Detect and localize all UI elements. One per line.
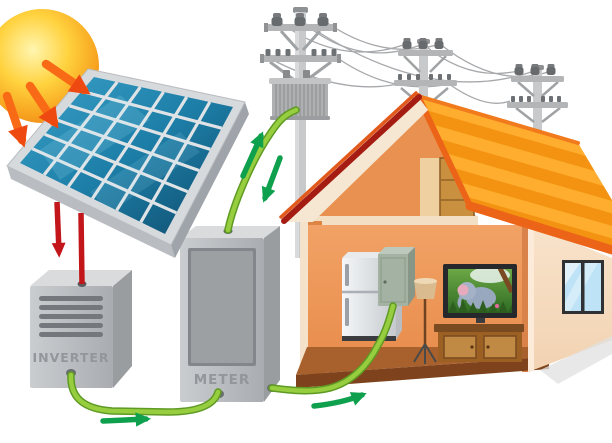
attic-wall-panel <box>420 158 440 218</box>
meter-screen <box>191 251 253 363</box>
meter-box: METER <box>180 226 280 402</box>
transformer <box>269 70 331 120</box>
inverter-box: INVERTER <box>30 270 132 388</box>
floor-lamp <box>413 278 437 364</box>
cabinet-door-left <box>443 335 477 359</box>
attic-floor <box>302 216 478 225</box>
cut-roof-edge <box>279 91 428 224</box>
exterior-right-wall <box>528 224 612 372</box>
insulators-second-2 <box>398 74 451 80</box>
fridge-handle-bottom <box>345 298 349 326</box>
solar-panel <box>6 68 249 258</box>
sunlight-arrows <box>2 59 91 148</box>
inverter-vents <box>39 296 103 337</box>
flow-arrow-from-grid <box>261 155 283 203</box>
flow-arrows <box>100 131 367 427</box>
roof <box>415 93 612 255</box>
cable-inverter-to-meter <box>67 371 222 416</box>
fridge-handle-top <box>345 264 349 286</box>
roof-ridge <box>416 94 580 145</box>
tv-cabinet <box>434 324 524 362</box>
meter-label: METER <box>194 372 250 388</box>
inverter-label: INVERTER <box>32 350 109 365</box>
tv-picture <box>448 269 512 313</box>
flow-arrow-inverter-to-meter <box>100 412 152 427</box>
dc-arrow <box>51 201 66 258</box>
cable-meter-to-house <box>268 302 397 395</box>
insulators-top <box>271 13 329 26</box>
gable-trim <box>281 94 422 224</box>
cable-meter-to-grid <box>224 106 300 234</box>
utility-pole-2 <box>394 38 457 114</box>
house-shadow <box>540 336 612 384</box>
insulators-second <box>265 49 337 56</box>
cut-wall-edge <box>300 219 308 377</box>
cabinet-door-right <box>483 335 517 359</box>
utility-pole-main <box>260 7 341 258</box>
floor-edge <box>296 357 549 388</box>
panel-grid-lines <box>31 81 223 223</box>
television <box>443 264 517 323</box>
window <box>562 260 604 314</box>
flow-arrow-to-grid <box>240 131 264 179</box>
breaker-panel <box>378 247 415 306</box>
utility-pole-3 <box>507 64 568 135</box>
insulators-top-3 <box>514 64 556 75</box>
house <box>279 91 612 388</box>
insulators-top-2 <box>402 38 444 49</box>
flow-arrow-into-house <box>311 392 367 409</box>
roof-eave-trim <box>465 201 612 255</box>
dc-cables <box>51 201 85 285</box>
insulators-second-3 <box>511 96 561 102</box>
